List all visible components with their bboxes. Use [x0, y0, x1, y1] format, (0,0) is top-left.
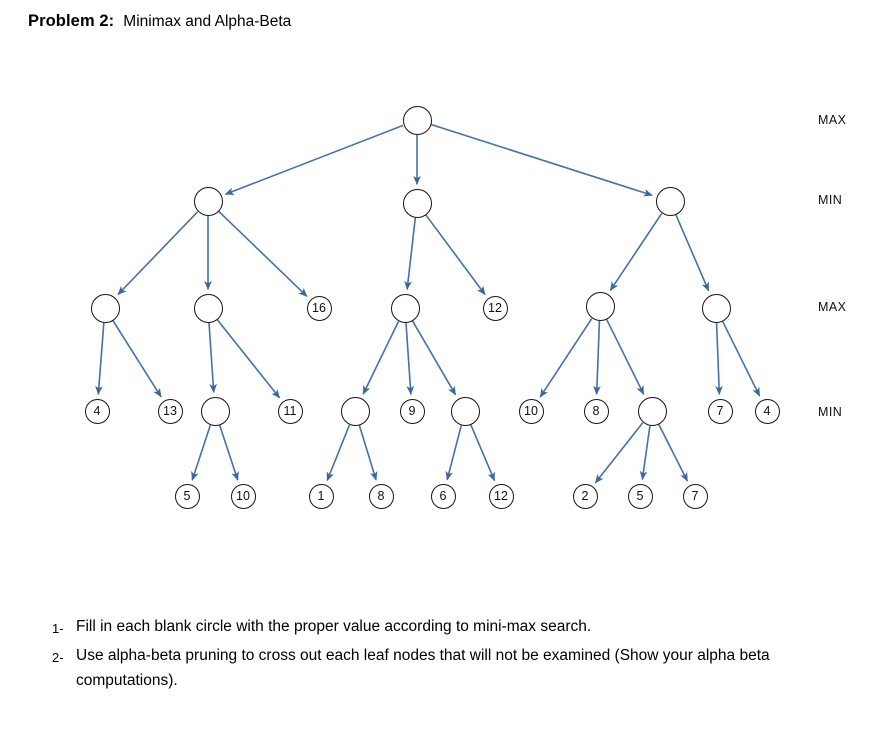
- tree-node-leaf[interactable]: 6: [430, 483, 456, 509]
- problem-title-text: Minimax and Alpha-Beta: [123, 13, 292, 30]
- tree-edge: [405, 322, 415, 395]
- tree-node-leaf[interactable]: 8: [368, 483, 394, 509]
- tree-node-blank[interactable]: [655, 186, 685, 216]
- tree-node-leaf[interactable]: 7: [707, 398, 733, 424]
- instruction-item-2: 2- Use alpha-beta pruning to cross out e…: [52, 643, 842, 693]
- tree-node-blank[interactable]: [585, 291, 615, 321]
- tree-node-blank[interactable]: [450, 396, 480, 426]
- tree-edge: [605, 319, 645, 395]
- tree-edge: [721, 321, 761, 397]
- tree-node-blank[interactable]: [193, 186, 223, 216]
- tree-edge: [470, 424, 496, 482]
- tree-edge: [404, 217, 417, 291]
- instruction-text: Use alpha-beta pruning to cross out each…: [76, 647, 770, 689]
- tree-edge: [431, 123, 653, 197]
- tree-edge: [425, 214, 486, 296]
- tree-edge: [362, 321, 400, 395]
- tree-node-leaf[interactable]: 12: [488, 483, 514, 509]
- tree-node-leaf[interactable]: 8: [583, 398, 609, 424]
- tree-node-blank[interactable]: [402, 105, 432, 135]
- tree-node-blank[interactable]: [193, 293, 223, 323]
- tree-node-blank[interactable]: [390, 293, 420, 323]
- tree-node-blank[interactable]: [90, 293, 120, 323]
- tree-edge: [218, 424, 239, 481]
- level-label-max: MAX: [818, 300, 847, 314]
- tree-edge: [95, 322, 105, 395]
- tree-node-leaf[interactable]: 4: [754, 398, 780, 424]
- instruction-marker: 2-: [52, 650, 64, 665]
- tree-edge: [326, 424, 351, 482]
- tree-node-leaf[interactable]: 10: [230, 483, 256, 509]
- tree-node-leaf[interactable]: 1: [308, 483, 334, 509]
- tree-node-leaf[interactable]: 10: [518, 398, 544, 424]
- level-label-min: MIN: [818, 405, 843, 419]
- level-label-max: MAX: [818, 113, 847, 127]
- tree-node-blank[interactable]: [200, 396, 230, 426]
- tree-edge: [445, 425, 463, 481]
- level-label-min: MIN: [818, 193, 843, 207]
- edges-group: [95, 123, 761, 484]
- tree-edge: [539, 318, 593, 398]
- tree-edge: [224, 124, 404, 195]
- tree-node-leaf[interactable]: 4: [84, 398, 110, 424]
- instructions-list: 1- Fill in each blank circle with the pr…: [52, 614, 842, 695]
- tree-node-leaf[interactable]: 7: [682, 483, 708, 509]
- tree-node-leaf[interactable]: 5: [627, 483, 653, 509]
- tree-edge: [191, 424, 212, 481]
- tree-edge: [117, 211, 199, 296]
- tree-edge: [358, 425, 378, 481]
- page-title: Problem 2: Minimax and Alpha-Beta: [28, 10, 291, 33]
- tree-edge: [218, 210, 308, 297]
- tree-node-blank[interactable]: [701, 293, 731, 323]
- tree-edge: [411, 320, 457, 396]
- tree-node-leaf[interactable]: 16: [306, 295, 332, 321]
- problem-label: Problem 2:: [28, 12, 115, 30]
- instruction-item-1: 1- Fill in each blank circle with the pr…: [52, 614, 842, 641]
- tree-edge: [675, 214, 710, 292]
- tree-node-blank[interactable]: [340, 396, 370, 426]
- tree-node-leaf[interactable]: 2: [572, 483, 598, 509]
- tree-node-blank[interactable]: [637, 396, 667, 426]
- tree-node-leaf[interactable]: 9: [399, 398, 425, 424]
- tree-node-leaf[interactable]: 5: [174, 483, 200, 509]
- tree-edge: [715, 322, 723, 395]
- tree-edge: [208, 322, 217, 393]
- tree-node-blank[interactable]: [402, 188, 432, 218]
- instruction-marker: 1-: [52, 621, 64, 636]
- tree-node-leaf[interactable]: 11: [277, 398, 303, 424]
- tree-node-leaf[interactable]: 13: [157, 398, 183, 424]
- tree-edge: [593, 320, 601, 395]
- tree-edge: [112, 320, 162, 398]
- tree-node-leaf[interactable]: 12: [482, 295, 508, 321]
- tree-edge: [594, 422, 644, 484]
- tree-edge: [216, 319, 281, 399]
- instruction-text: Fill in each blank circle with the prope…: [76, 618, 592, 635]
- tree-edge: [658, 424, 689, 482]
- tree-edge: [609, 213, 663, 291]
- tree-edge: [639, 425, 651, 481]
